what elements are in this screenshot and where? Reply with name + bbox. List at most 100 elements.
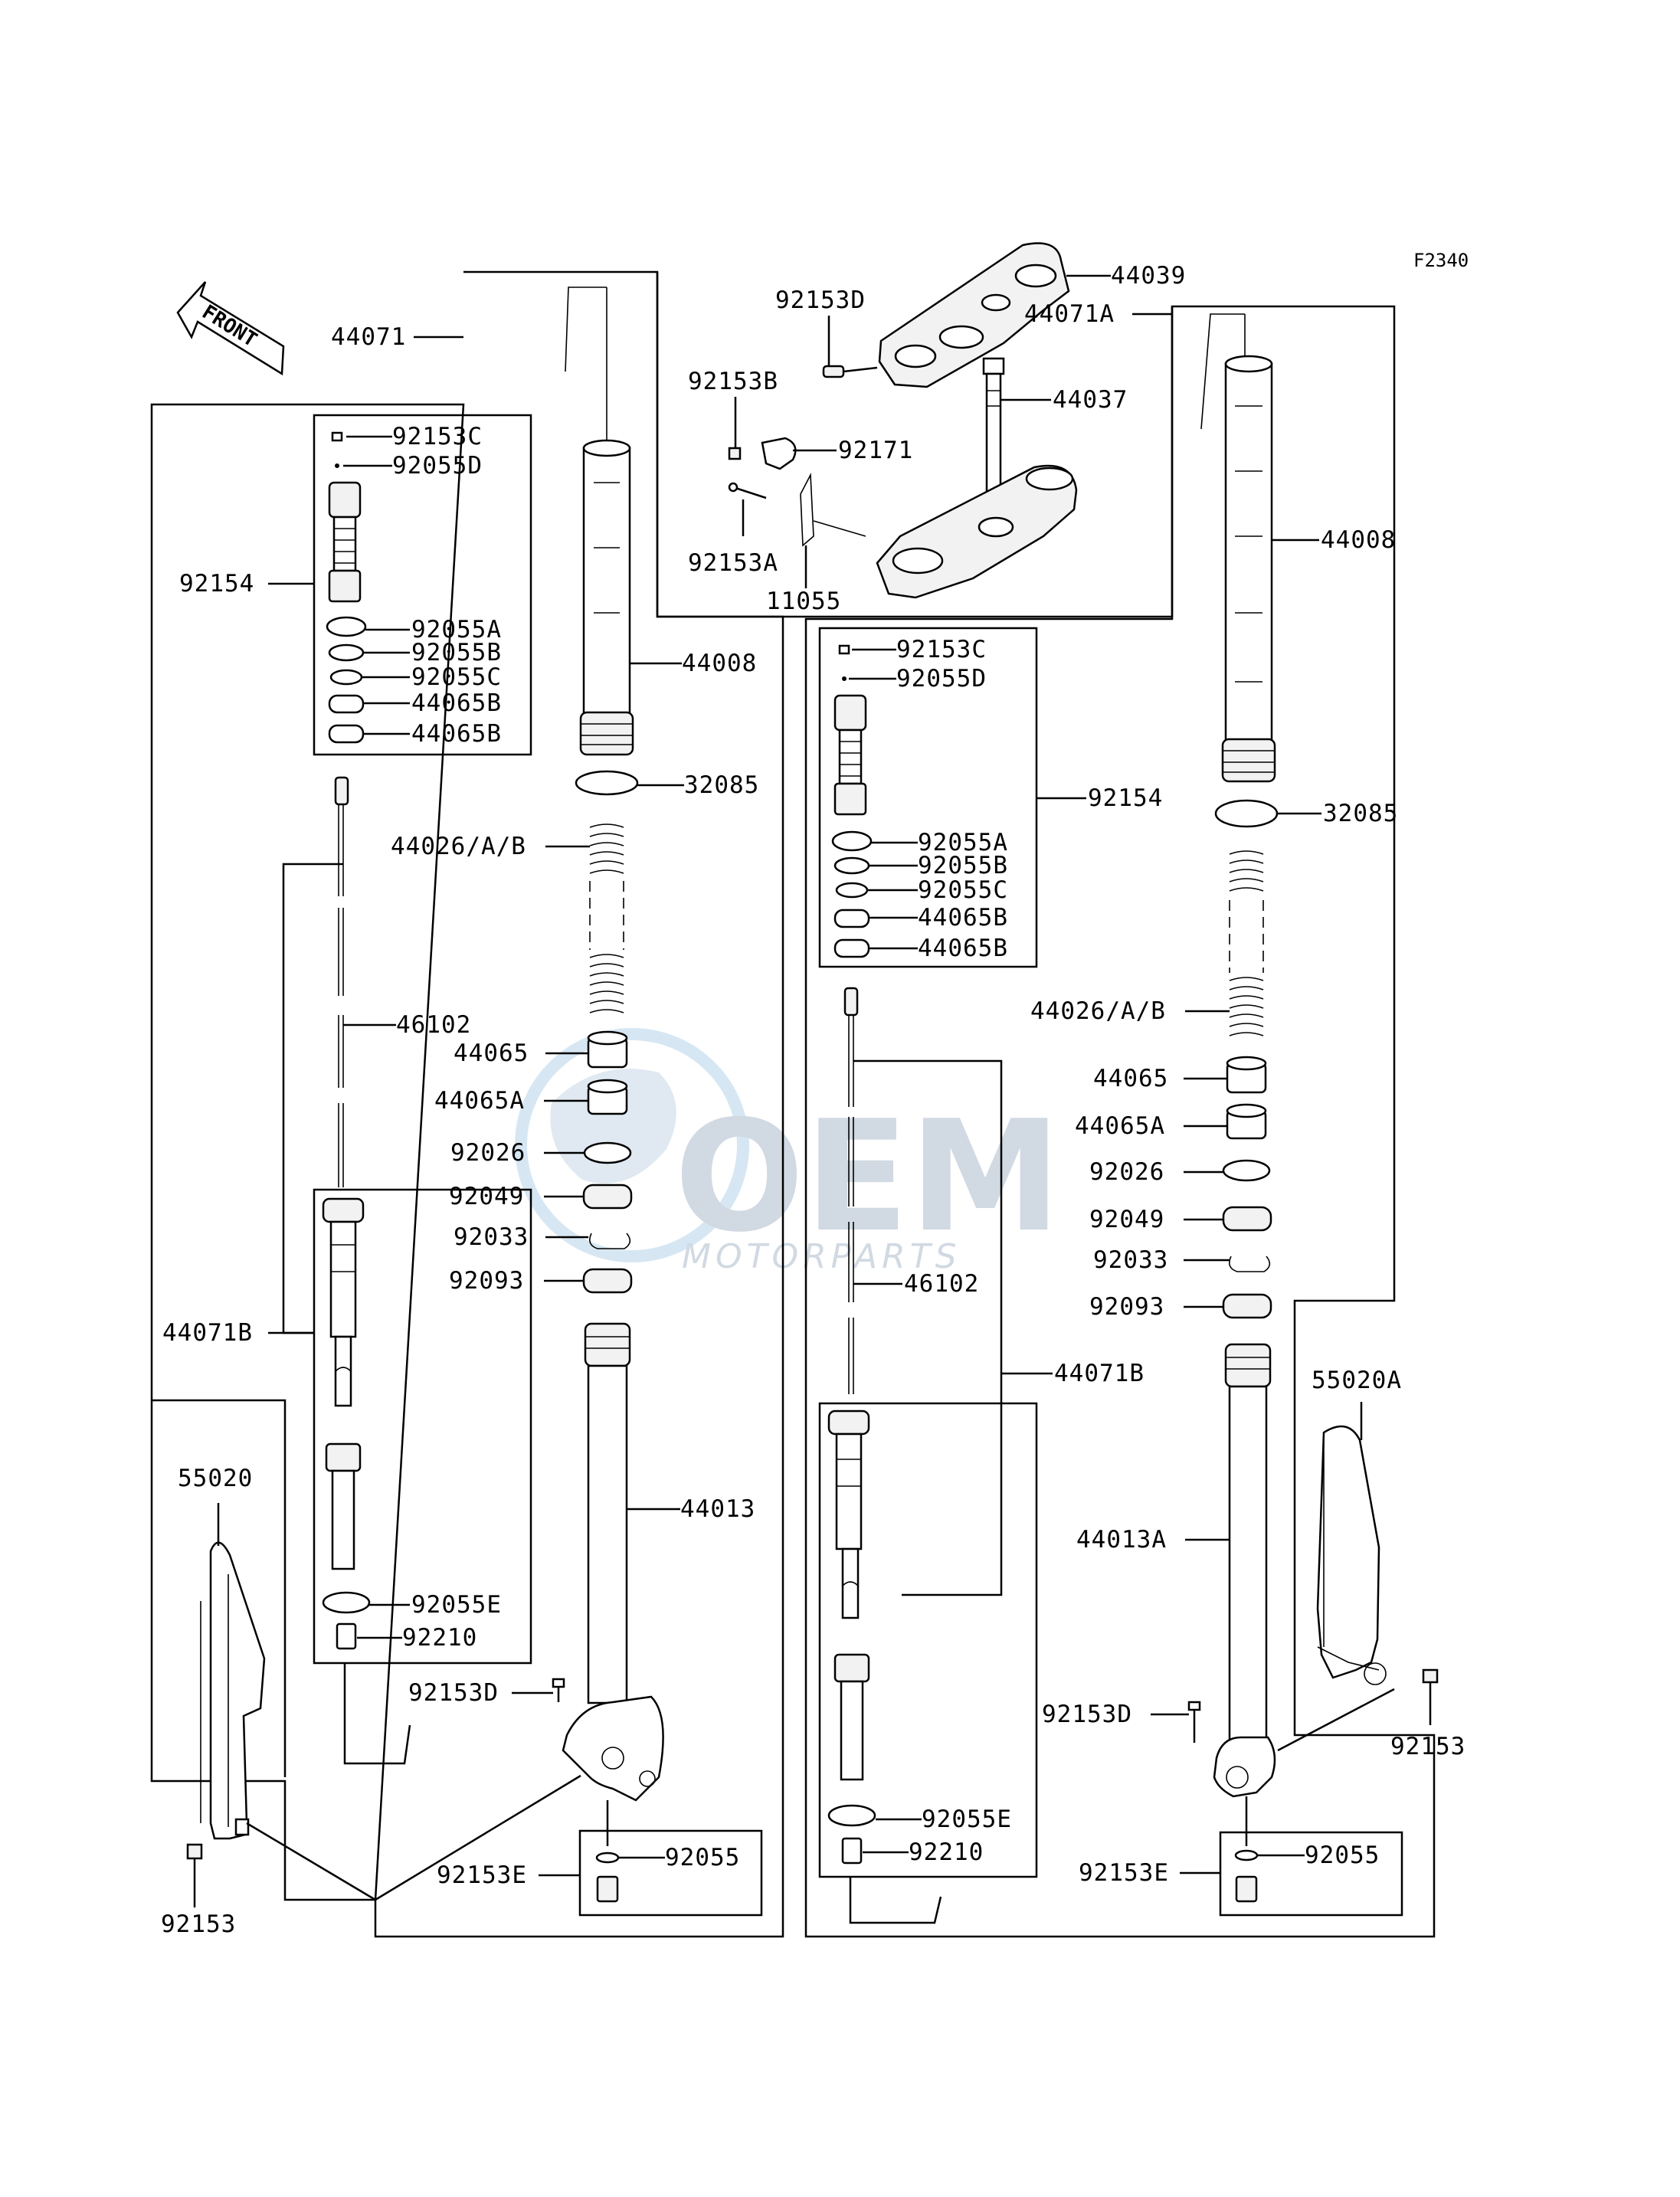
left-washer-label: 92026 bbox=[450, 1139, 526, 1167]
right-seal bbox=[1214, 799, 1279, 828]
right-cartridge bbox=[827, 1410, 876, 1865]
left-spring bbox=[589, 823, 624, 1013]
right-cartridge-part-1: 92210 bbox=[909, 1838, 984, 1866]
left-cartridge-part-1: 92210 bbox=[402, 1624, 477, 1652]
left-cap-part-6: 44065B bbox=[411, 720, 502, 748]
right-drain-parts bbox=[1234, 1796, 1259, 1903]
right-cartridge-part-0: 92055E bbox=[922, 1806, 1012, 1833]
left-fork-tube bbox=[565, 286, 634, 756]
top-bolt-a bbox=[728, 482, 767, 499]
right-bolt-d bbox=[1187, 1701, 1201, 1743]
watermark-sub: MOTORPARTS bbox=[682, 1237, 961, 1276]
left-cap-leaders bbox=[268, 435, 410, 735]
right-cap-parts bbox=[831, 644, 873, 958]
left-lower-tube-label: 44013 bbox=[680, 1495, 755, 1523]
left-cap-box bbox=[313, 414, 532, 756]
right-lower-tube-label: 44013A bbox=[1076, 1526, 1167, 1554]
left-rod bbox=[334, 776, 349, 1187]
right-cartridge-label: 44071B bbox=[1054, 1360, 1145, 1387]
right-cap-bolt-label: 92154 bbox=[1088, 784, 1163, 812]
right-bushings bbox=[1222, 1056, 1272, 1319]
left-guard bbox=[200, 1541, 266, 1840]
right-cap-part-1: 92055D bbox=[896, 665, 987, 692]
left-cartridge-box bbox=[313, 1188, 532, 1665]
right-assembly-outline bbox=[804, 305, 1436, 1938]
left-drain-washer-label: 92055 bbox=[665, 1844, 740, 1871]
top-clamp-label: 92171 bbox=[838, 437, 913, 464]
left-cap-part-3: 92055B bbox=[411, 639, 502, 666]
right-drain-washer-label: 92055 bbox=[1305, 1842, 1380, 1869]
left-bushing-a-label: 44065A bbox=[434, 1087, 525, 1115]
right-clip-label: 92033 bbox=[1093, 1246, 1168, 1274]
left-cartridge bbox=[322, 1197, 371, 1650]
right-fork-tube bbox=[1200, 313, 1276, 783]
stem-label: 44037 bbox=[1053, 386, 1128, 414]
left-cap-part-1: 92055D bbox=[392, 452, 483, 480]
left-spring-label: 44026/A/B bbox=[391, 833, 526, 860]
right-bushing-a-label: 44065A bbox=[1075, 1112, 1165, 1140]
watermark-globe-icon bbox=[515, 1028, 749, 1262]
left-cap-part-0: 92153C bbox=[392, 423, 483, 450]
left-bolt-d-label: 92153D bbox=[408, 1679, 499, 1707]
right-oil-seal-label: 92049 bbox=[1089, 1206, 1164, 1233]
right-spring bbox=[1229, 850, 1264, 1036]
left-seal-label: 32085 bbox=[684, 771, 759, 799]
left-bolt-d bbox=[552, 1678, 565, 1702]
top-bolt-a-label: 92153A bbox=[688, 549, 778, 577]
right-seal-label: 32085 bbox=[1323, 800, 1398, 827]
left-dust-seal-label: 92093 bbox=[449, 1267, 524, 1295]
right-cap-part-2: 92055A bbox=[918, 829, 1008, 856]
top-bolt-b bbox=[728, 447, 742, 460]
left-drain-box bbox=[578, 1829, 763, 1917]
right-lower-tube bbox=[1213, 1343, 1276, 1798]
right-guard bbox=[1316, 1425, 1387, 1685]
right-cap-part-0: 92153C bbox=[896, 636, 987, 663]
right-guard-bolt-label: 92153 bbox=[1390, 1733, 1465, 1760]
top-bolt-d bbox=[822, 365, 878, 378]
right-bushing-label: 44065 bbox=[1093, 1065, 1168, 1092]
left-clip-label: 92033 bbox=[454, 1223, 529, 1251]
top-clamp bbox=[761, 437, 797, 470]
right-drain-bolt-label: 92153E bbox=[1079, 1859, 1169, 1887]
right-cap-part-6: 44065B bbox=[918, 935, 1008, 962]
right-cap-part-5: 44065B bbox=[918, 904, 1008, 932]
left-guard-label: 55020 bbox=[178, 1465, 253, 1492]
left-seal bbox=[575, 770, 639, 796]
triple-clamp-outline bbox=[656, 272, 1174, 618]
watermark: OEM MOTORPARTS bbox=[515, 1028, 1062, 1276]
right-guard-bolt bbox=[1422, 1668, 1439, 1725]
left-cartridge-label: 44071B bbox=[162, 1319, 253, 1347]
left-guard-bolt bbox=[186, 1843, 203, 1907]
top-bolt-d-label: 92153D bbox=[775, 286, 866, 314]
right-guard-label: 55020A bbox=[1312, 1367, 1402, 1394]
left-cap-part-2: 92055A bbox=[411, 616, 502, 643]
diagram-code: F2340 bbox=[1413, 250, 1469, 271]
top-bracket-11055 bbox=[800, 473, 866, 547]
right-dust-seal-label: 92093 bbox=[1089, 1293, 1164, 1321]
left-cap-part-5: 44065B bbox=[411, 689, 502, 717]
left-bushings bbox=[582, 1030, 633, 1294]
right-cap-part-4: 92055C bbox=[918, 876, 1008, 904]
left-drain-parts bbox=[595, 1800, 620, 1903]
right-rod bbox=[843, 987, 859, 1394]
right-tube-label: 44008 bbox=[1321, 526, 1396, 554]
right-bolt-d-label: 92153D bbox=[1042, 1701, 1132, 1728]
left-oil-seal-label: 92049 bbox=[449, 1183, 524, 1210]
right-washer-label: 92026 bbox=[1089, 1158, 1164, 1186]
right-rod-label: 46102 bbox=[904, 1270, 979, 1298]
left-cartridge-part-0: 92055E bbox=[411, 1591, 502, 1619]
left-bushing-label: 44065 bbox=[454, 1040, 529, 1067]
top-bolt-b-label: 92153B bbox=[688, 368, 778, 395]
left-tube-label: 44008 bbox=[682, 650, 757, 677]
upper-bracket bbox=[878, 242, 1070, 388]
left-drain-bolt-label: 92153E bbox=[437, 1861, 527, 1889]
right-cap-leaders bbox=[849, 648, 1086, 950]
left-cap-parts bbox=[326, 431, 367, 744]
watermark-brand: OEM bbox=[674, 1088, 1062, 1266]
lower-bracket bbox=[876, 464, 1078, 599]
left-lower-tube bbox=[562, 1322, 664, 1802]
left-cap-part-4: 92055C bbox=[411, 663, 502, 691]
right-cartridge-box bbox=[818, 1402, 1038, 1878]
right-spring-label: 44026/A/B bbox=[1030, 997, 1166, 1025]
